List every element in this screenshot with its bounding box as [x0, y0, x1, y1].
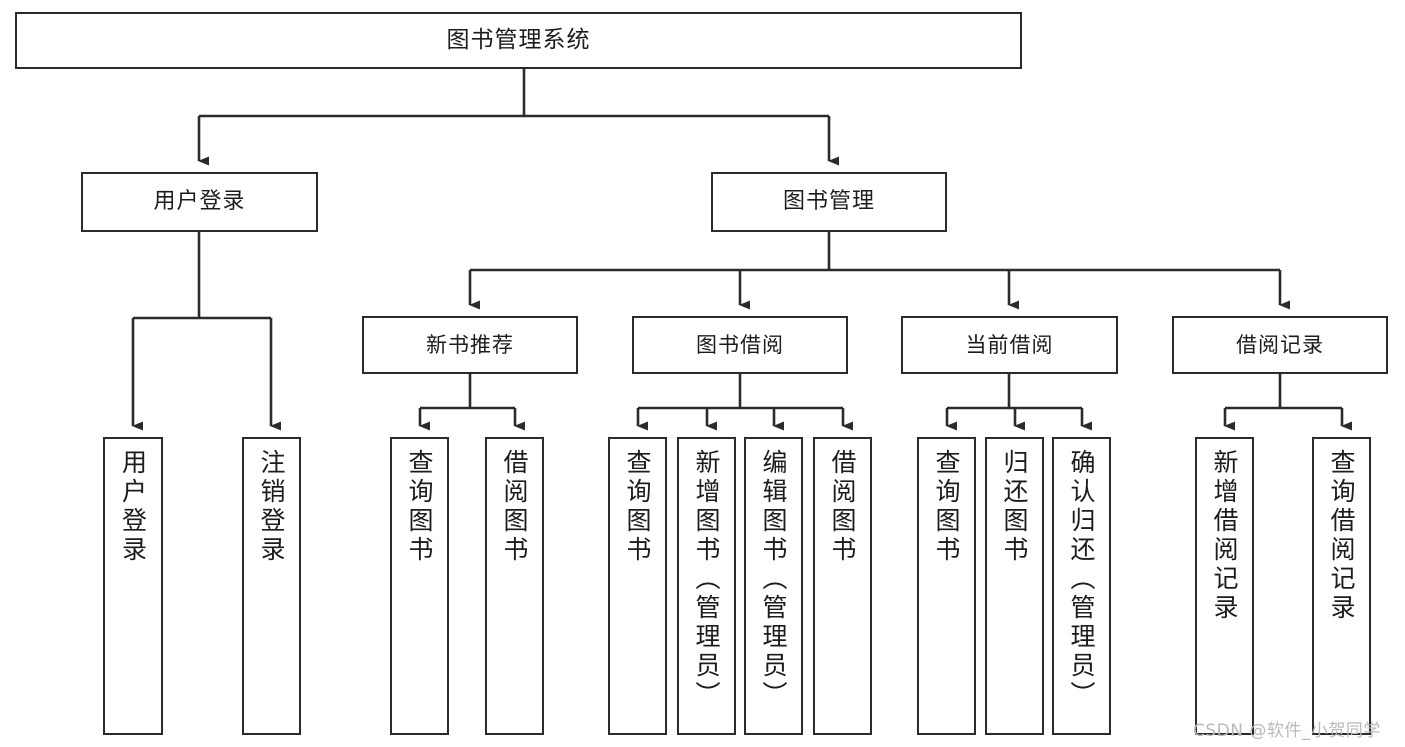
node-leaf-borrow-book[interactable]: 借阅图书 [813, 437, 872, 735]
node-leaf-query-book-current-label: 查询图书 [932, 449, 961, 565]
node-new-book-recommend-label: 新书推荐 [426, 332, 514, 357]
node-root-label: 图书管理系统 [446, 27, 591, 54]
node-leaf-add-book-admin-label: 新增图书（管理员） [692, 449, 721, 710]
node-leaf-add-book-admin[interactable]: 新增图书（管理员） [677, 437, 736, 735]
node-leaf-borrow-book-recommend-label: 借阅图书 [500, 449, 529, 565]
node-leaf-add-borrow-record[interactable]: 新增借阅记录 [1195, 437, 1254, 735]
node-book-borrow-label: 图书借阅 [696, 332, 784, 357]
node-borrow-record-label: 借阅记录 [1236, 332, 1324, 357]
node-user-login[interactable]: 用户登录 [81, 172, 318, 232]
node-leaf-user-login[interactable]: 用户登录 [103, 437, 163, 735]
node-leaf-query-book-recommend[interactable]: 查询图书 [390, 437, 449, 735]
node-user-login-label: 用户登录 [153, 189, 246, 215]
node-new-book-recommend[interactable]: 新书推荐 [362, 316, 578, 374]
node-leaf-logout-login[interactable]: 注销登录 [242, 437, 301, 735]
node-book-management-label: 图书管理 [782, 189, 875, 215]
csdn-watermark: CSDN @软件_小贺同学 [1193, 721, 1381, 741]
node-current-borrow-label: 当前借阅 [965, 332, 1054, 357]
node-leaf-add-borrow-record-label: 新增借阅记录 [1210, 449, 1239, 623]
node-leaf-return-book-label: 归还图书 [1000, 449, 1029, 565]
node-leaf-logout-login-label: 注销登录 [257, 449, 286, 565]
node-leaf-user-login-label: 用户登录 [118, 449, 148, 565]
node-leaf-query-book-borrow-label: 查询图书 [623, 449, 652, 565]
node-leaf-borrow-book-label: 借阅图书 [828, 449, 857, 565]
node-leaf-confirm-return-admin-label: 确认归还（管理员） [1067, 449, 1096, 710]
node-book-borrow[interactable]: 图书借阅 [632, 316, 848, 374]
node-leaf-query-book-borrow[interactable]: 查询图书 [608, 437, 667, 735]
node-leaf-edit-book-admin-label: 编辑图书（管理员） [759, 449, 788, 710]
node-root[interactable]: 图书管理系统 [15, 12, 1022, 69]
node-leaf-query-book-current[interactable]: 查询图书 [917, 437, 976, 735]
node-leaf-query-book-recommend-label: 查询图书 [405, 449, 434, 565]
node-book-management[interactable]: 图书管理 [711, 172, 947, 232]
node-leaf-confirm-return-admin[interactable]: 确认归还（管理员） [1052, 437, 1111, 735]
node-borrow-record[interactable]: 借阅记录 [1172, 316, 1388, 374]
node-leaf-query-borrow-record-label: 查询借阅记录 [1327, 449, 1356, 623]
node-leaf-query-borrow-record[interactable]: 查询借阅记录 [1312, 437, 1371, 735]
node-leaf-edit-book-admin[interactable]: 编辑图书（管理员） [744, 437, 803, 735]
node-leaf-return-book[interactable]: 归还图书 [985, 437, 1044, 735]
node-leaf-borrow-book-recommend[interactable]: 借阅图书 [485, 437, 544, 735]
node-current-borrow[interactable]: 当前借阅 [901, 316, 1118, 374]
